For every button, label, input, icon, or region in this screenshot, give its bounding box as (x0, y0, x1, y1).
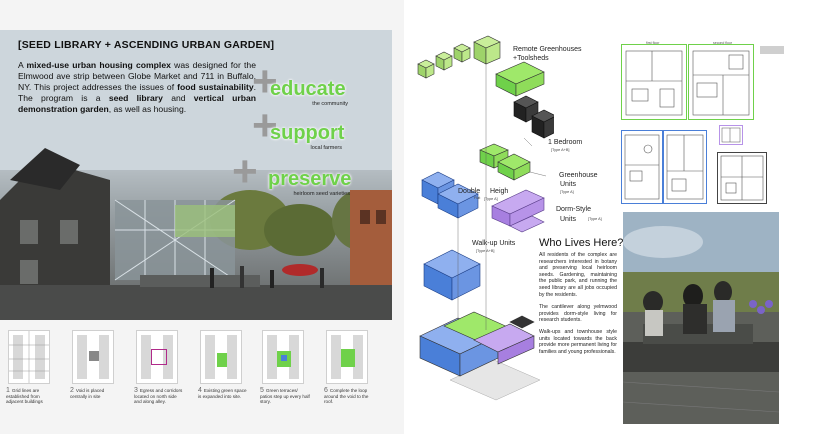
rooftop-garden-photo (623, 212, 779, 424)
goal-support-sub: local farmers (310, 145, 342, 151)
page-tab (760, 46, 784, 54)
plan-label-a: first floor (646, 41, 660, 45)
desc-bold-1: mixed-use urban housing complex (26, 60, 171, 70)
plus-icon: + (252, 57, 278, 106)
label-greenhouse-units-1: Greenhouse (559, 172, 598, 179)
who-paragraph-3: Walk-ups and townhouse style units locat… (539, 329, 617, 355)
floor-plan-blue-1 (621, 130, 663, 204)
step-panel-1 (8, 330, 50, 384)
label-greenhouse-units-2: Units (560, 181, 576, 188)
desc-text-4: and (162, 93, 194, 103)
floor-plan-green-2 (688, 44, 754, 120)
step-panel-3 (136, 330, 178, 384)
label-dorm-2: Units (560, 216, 576, 223)
plus-icon: + (252, 101, 278, 150)
left-page: [SEED LIBRARY + ASCENDING URBAN GARDEN] … (0, 0, 404, 434)
who-paragraph-2: The cantilever along yelmwood provides d… (539, 304, 617, 324)
goal-preserve: preserve (268, 168, 352, 190)
step-panel-2 (72, 330, 114, 384)
step-panel-5 (262, 330, 304, 384)
who-lives-here-heading: Who Lives Here? (539, 237, 624, 249)
desc-bold-2: food sustainability (177, 82, 254, 92)
label-double-height-1: Double (458, 188, 481, 195)
goal-educate: educate (270, 78, 346, 100)
page-title: [SEED LIBRARY + ASCENDING URBAN GARDEN] (18, 39, 275, 51)
goal-support: support (270, 122, 345, 144)
floor-plan-green-1 (621, 44, 687, 120)
label-double-height-2: Heigh (490, 188, 509, 195)
label-flat: Flat (474, 196, 481, 200)
floor-plan-purple-small (719, 125, 743, 145)
label-bedroom-type: [Type A+B] (551, 148, 570, 152)
street-photo (0, 30, 392, 320)
label-walkup-type: [Type A+B] (476, 249, 495, 253)
floor-plan-blue-2 (663, 130, 707, 204)
step-panel-4 (200, 330, 242, 384)
desc-bold-3: seed library (108, 93, 163, 103)
desc-text-2: was designed for the Elmwood ave strip b… (18, 60, 256, 92)
label-dorm-type: [Type A] (588, 217, 602, 221)
desc-bold-4: vertical urban demonstration garden (18, 93, 257, 114)
floor-plan-dark (717, 152, 767, 204)
label-dorm-1: Dorm-Style (556, 206, 592, 213)
label-toolsheds: +Toolsheds (513, 55, 549, 62)
axonometric-diagram (417, 35, 554, 401)
label-bedroom: 1 Bedroom (548, 139, 583, 146)
desc-text-5: , as well as housing. (108, 104, 187, 114)
label-walkup: Walk-up Units (472, 240, 516, 247)
step-panel-6 (326, 330, 368, 384)
plus-icon: + (232, 147, 258, 196)
who-paragraph-1: All residents of the complex are researc… (539, 252, 617, 298)
street-scene-illustration (0, 30, 392, 320)
label-greenhouse-type: [Type A] (560, 190, 574, 194)
label-flat-type: [Type A] (484, 197, 498, 201)
goal-educate-sub: the community (312, 101, 348, 107)
label-greenhouses: Remote Greenhouses (513, 46, 582, 53)
plan-label-b: second floor (713, 41, 733, 45)
desc-text-3: . The program is a (18, 82, 256, 103)
greenhouse-blocks (417, 35, 501, 79)
desc-text-1: A (18, 60, 27, 70)
goal-preserve-sub: heirloom seed varieties (293, 191, 350, 197)
project-description: A mixed-use urban housing complex was de… (18, 60, 256, 115)
